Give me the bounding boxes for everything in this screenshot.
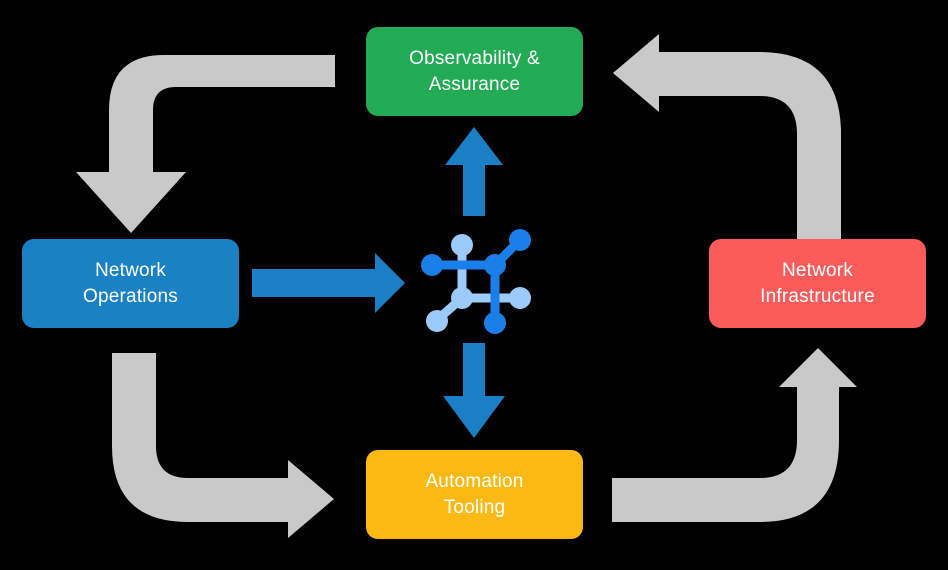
arrow-operations-to-center	[252, 253, 405, 313]
node-automation-tooling-label: Automation Tooling	[425, 470, 524, 518]
node-automation-tooling[interactable]: Automation Tooling	[366, 450, 583, 539]
arrow-infrastructure-to-observability-body	[613, 34, 841, 240]
arrow-observability-to-operations	[76, 55, 335, 233]
network-topology-icon	[418, 220, 536, 338]
arrow-center-to-automation	[443, 343, 505, 438]
arrow-operations-to-automation	[112, 353, 334, 538]
network-icon-light-nodes	[426, 234, 531, 332]
node-observability-assurance[interactable]: Observability & Assurance	[366, 27, 583, 116]
node-network-operations[interactable]: Network Operations	[22, 239, 239, 328]
network-topology-icon-svg	[421, 229, 531, 334]
network-icon-dark-nodes	[421, 229, 531, 334]
node-network-operations-label: Network Operations	[83, 259, 178, 307]
arrow-automation-to-infrastructure	[612, 348, 857, 522]
arrow-center-to-observability	[445, 127, 503, 216]
node-observability-assurance-label: Observability & Assurance	[409, 47, 540, 95]
node-network-infrastructure-label: Network Infrastructure	[760, 259, 875, 307]
node-network-infrastructure[interactable]: Network Infrastructure	[709, 239, 926, 328]
